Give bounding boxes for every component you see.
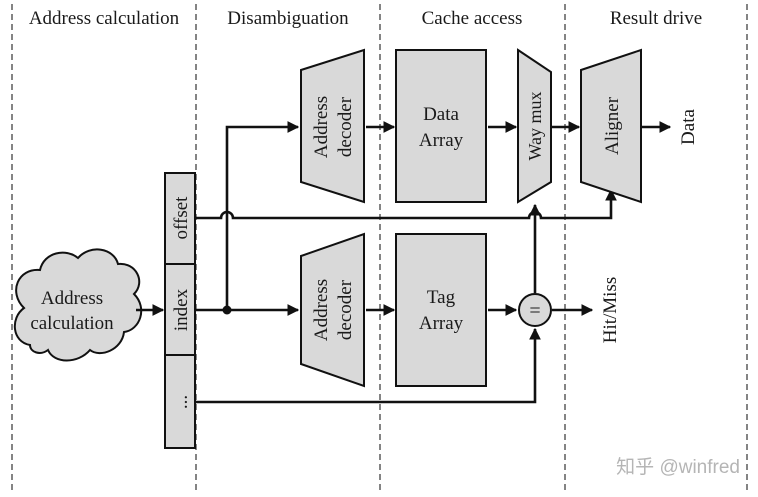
data-array-label-line2: Array: [419, 130, 464, 151]
tag-array: [395, 233, 487, 387]
address-register: offset index ...: [164, 172, 196, 449]
aligner: [580, 48, 642, 204]
data-output-label: Data: [678, 109, 699, 145]
offset-field: offset: [171, 196, 192, 240]
way-mux: [517, 48, 552, 204]
tag-decoder-label-line1: Address: [311, 279, 332, 341]
stage-label-address-calculation: Address calculation: [29, 8, 180, 29]
address-decoder-tag: [300, 232, 365, 388]
tag-comparator: [518, 293, 552, 327]
stage-label-cache-access: Cache access: [422, 8, 523, 29]
tag-array-label-line2: Array: [419, 313, 464, 334]
data-decoder-label-line1: Address: [311, 96, 332, 158]
data-array-label-line1: Data: [423, 104, 459, 125]
stage-label-result-drive: Result drive: [610, 8, 702, 29]
comparator-symbol: =: [529, 300, 540, 322]
stage-label-disambiguation: Disambiguation: [227, 8, 349, 29]
address-decoder-data: [300, 48, 365, 204]
address-calculation-cloud: [14, 248, 143, 362]
hit-miss-output-label: Hit/Miss: [600, 277, 621, 344]
other-bits-field: ...: [171, 395, 192, 409]
index-field: index: [171, 288, 192, 331]
data-decoder-label-line2: decoder: [335, 96, 356, 157]
cloud-label-line1: Address: [41, 288, 103, 309]
tag-array-label-line1: Tag: [427, 287, 456, 308]
tag-bits-to-comparator-wire: [195, 327, 541, 404]
cloud-label-line2: calculation: [30, 313, 114, 334]
index-to-data-decoder-wire: [225, 121, 300, 310]
data-array: [395, 49, 487, 203]
watermark: 知乎 @winfred: [616, 456, 740, 478]
tag-decoder-label-line2: decoder: [335, 279, 356, 340]
way-mux-label: Way mux: [525, 91, 545, 160]
aligner-label: Aligner: [602, 96, 623, 155]
